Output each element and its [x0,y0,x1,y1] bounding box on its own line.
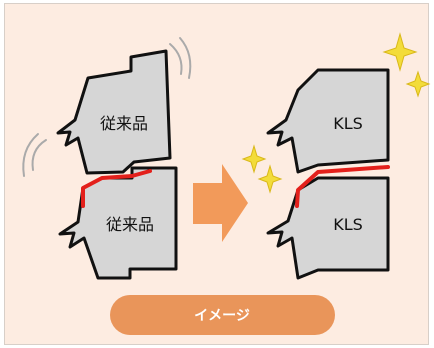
vibration-marks-bottom [22,133,47,177]
left-assembly: 従来品 従来品 [22,37,192,280]
right-seal-line [295,165,390,208]
sparkle-icon [405,70,431,98]
caption-text: イメージ [194,308,250,324]
right-upper-part [266,68,390,174]
caption-pill [110,295,335,335]
sparkle-icon [241,144,267,174]
right-lower-part [266,176,390,280]
vibration-marks-top [169,37,192,79]
right-assembly: KLS KLS [241,32,431,280]
left-bottom-label: 従来品 [106,215,154,234]
left-top-label: 従来品 [100,114,148,133]
sparkle-icon [382,32,418,72]
left-seal-line [81,169,152,208]
right-top-label: KLS [333,114,363,133]
right-arrow [193,164,248,242]
sparkle-icon [257,164,283,194]
right-bottom-label: KLS [333,215,363,234]
diagram-frame [4,3,429,345]
left-upper-part [56,49,172,175]
